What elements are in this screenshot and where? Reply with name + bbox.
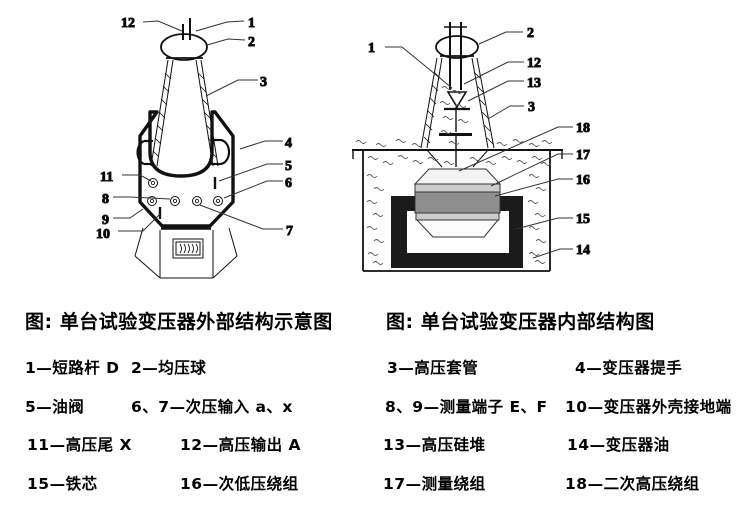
legend-item-13: 13—高压硅堆	[383, 436, 486, 454]
handle-right-icon	[211, 138, 231, 166]
callout-17: 17	[576, 148, 590, 163]
tank-lid-line	[352, 149, 563, 159]
callout-2: 2	[248, 35, 255, 50]
legend-item-14: 14—变压器油	[567, 436, 670, 454]
callout-4: 4	[285, 136, 292, 151]
hv-bushing-icon	[150, 59, 219, 167]
terminals	[147, 178, 223, 206]
callout-18: 18	[576, 121, 590, 136]
callout-3: 3	[528, 100, 535, 115]
callout-12: 12	[527, 56, 541, 71]
base-pedestal	[134, 227, 238, 279]
legend-item-1: 1—短路杆 D	[25, 359, 120, 377]
callout-3: 3	[260, 75, 267, 90]
callout-14: 14	[576, 243, 590, 258]
leader-lines-internal	[385, 31, 573, 259]
secondary-hv-winding	[413, 168, 502, 185]
terminal-input-2	[213, 196, 223, 206]
oil-tank	[362, 150, 551, 272]
transformer-diagrams: 12 1 2 3 4 5 6 7 11 8 9 10	[96, 16, 591, 279]
callout-1: 1	[368, 41, 375, 56]
legend-item-10: 10—变压器外壳接地端	[565, 398, 732, 416]
callout-12: 12	[121, 16, 135, 31]
primary-lv-winding	[414, 191, 501, 214]
legend-item-6-7: 6、7—次压输入 a、x	[131, 398, 293, 416]
legend-item-16: 16—次低压绕组	[180, 475, 299, 493]
figure-external: 12 1 2 3 4 5 6 7 11 8 9 10	[96, 16, 294, 279]
legend-item-4: 4—变压器提手	[575, 359, 683, 377]
grading-ball-icon	[160, 33, 208, 61]
callout-8: 8	[102, 192, 109, 207]
terminal-input-1	[192, 196, 202, 206]
callout-6: 6	[285, 176, 292, 191]
winding-base	[415, 219, 500, 238]
measuring-winding	[414, 183, 501, 193]
callout-9: 9	[102, 213, 109, 228]
nameplate-icon	[172, 238, 204, 259]
terminal-measure-2	[170, 196, 180, 206]
callout-11: 11	[100, 170, 113, 185]
grading-ball-icon	[435, 35, 479, 59]
caption-internal-figure: 图: 单台试验变压器内部结构图	[386, 311, 655, 333]
callout-15: 15	[576, 212, 590, 227]
winding-stack	[413, 168, 502, 238]
legend-item-15: 15—铁芯	[27, 475, 98, 493]
callout-1: 1	[248, 16, 255, 31]
silicon-stack-icon	[439, 91, 472, 167]
leader-lines-external	[113, 20, 283, 232]
callout-16: 16	[576, 173, 590, 188]
callout-13: 13	[527, 76, 541, 91]
legend-item-12: 12—高压输出 A	[180, 436, 301, 454]
legend-item-2: 2—均压球	[131, 359, 207, 377]
caption-external-figure: 图: 单台试验变压器外部结构示意图	[25, 311, 333, 333]
callout-10: 10	[96, 227, 110, 242]
winding-spacer	[415, 212, 500, 221]
legend-item-18: 18—二次高压绕组	[565, 475, 700, 493]
legend-item-8-9: 8、9—测量端子 E、F	[385, 398, 548, 416]
figure-internal: 1 2 12 13 3 18 17 16 15 14	[352, 22, 591, 272]
legend-item-17: 17—测量绕组	[383, 475, 486, 493]
legend-item-11: 11—高压尾 X	[27, 436, 132, 454]
handle-left-icon	[136, 139, 153, 166]
callout-5: 5	[285, 159, 292, 174]
terminal-measure-1	[147, 196, 157, 206]
legend-item-5: 5—油阀	[25, 398, 85, 416]
callout-7: 7	[286, 224, 293, 239]
tank-body	[138, 110, 235, 230]
callout-2: 2	[527, 26, 534, 41]
legend-item-3: 3—高压套管	[387, 359, 479, 377]
short-circuit-rod-icon	[182, 18, 191, 40]
